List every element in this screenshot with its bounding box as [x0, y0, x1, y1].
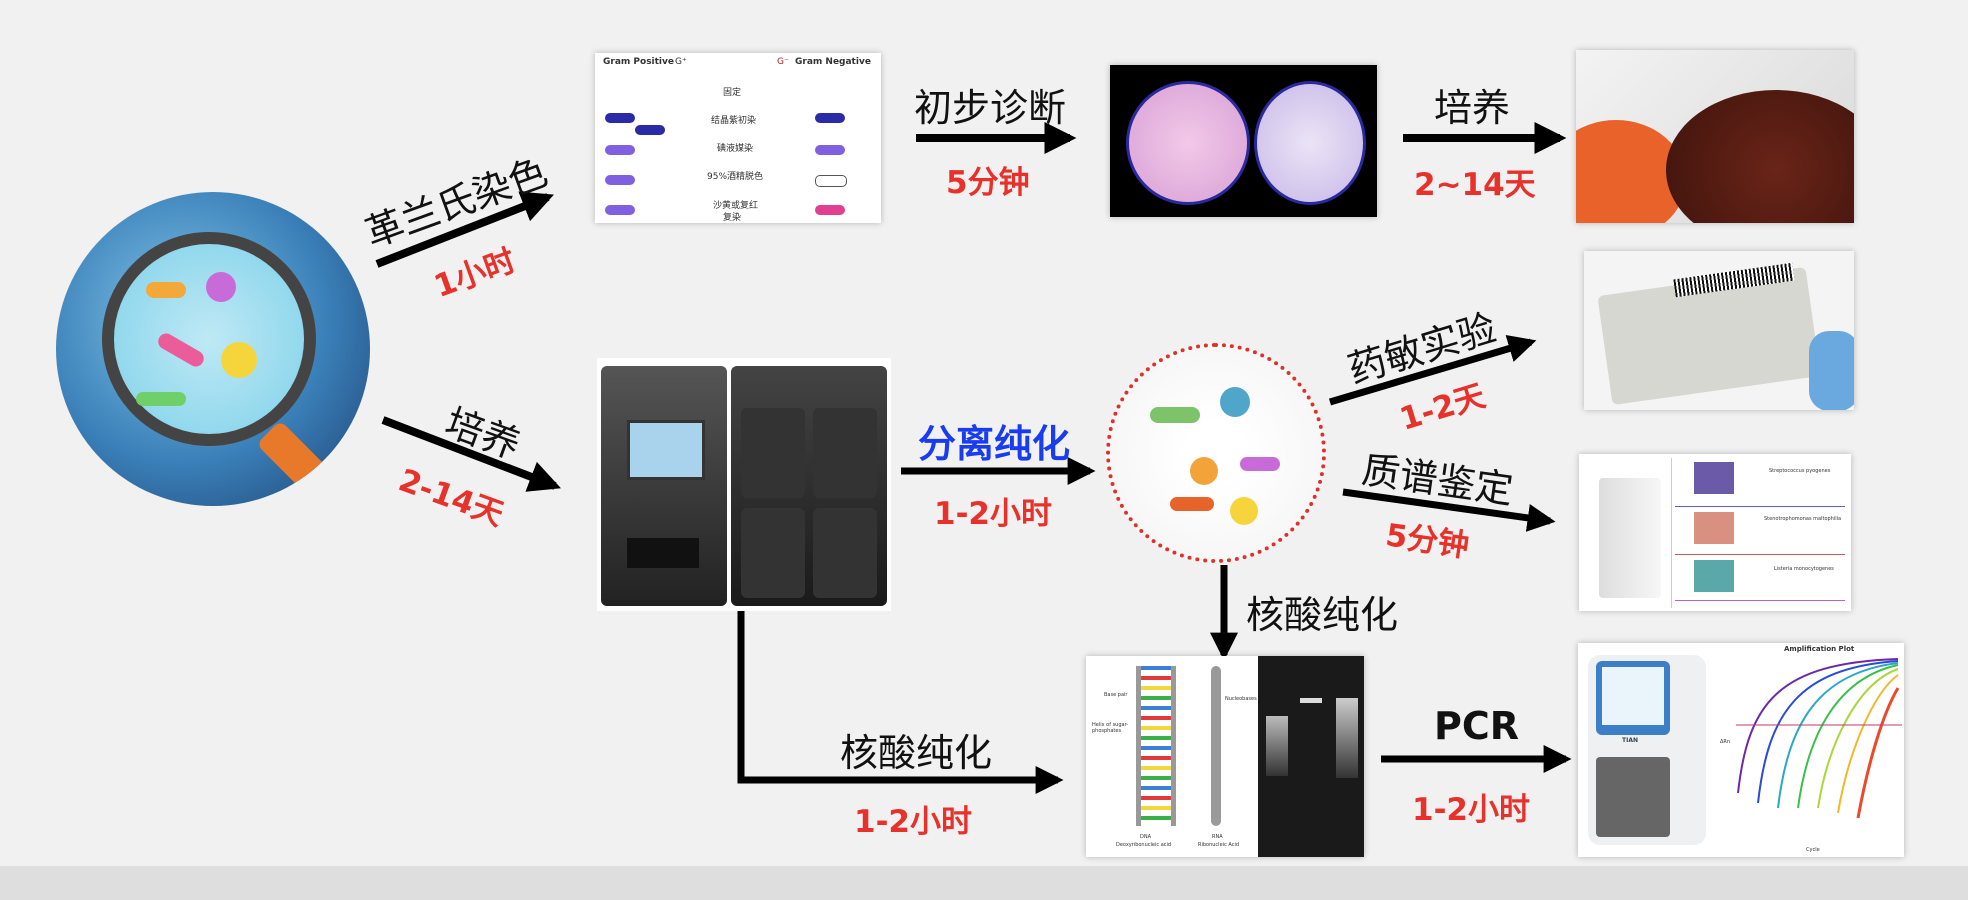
nucleic-purify-direct-label: 核酸纯化 [840, 731, 993, 775]
arrow-ast [1328, 334, 1537, 406]
microscopy-image [1110, 65, 1377, 217]
gel-electrophoresis [1258, 656, 1364, 857]
gram-positive-label: Gram Positive [603, 57, 674, 67]
culture-top-time: 2~14天 [1414, 167, 1536, 203]
bottom-band [0, 866, 1968, 900]
isolate-purify-time: 1-2小时 [934, 496, 1053, 532]
amplification-plot: Amplification Plot ΔRn Cycle [1718, 643, 1904, 857]
magnifier-lens-icon [102, 232, 316, 446]
petri-dish-culture-image [1576, 50, 1854, 223]
mass-spectrometry-image: Streptococcus pyogenes Stenotrophomonas … [1579, 454, 1851, 611]
nucleic-purify-isolate-label: 核酸纯化 [1246, 593, 1399, 637]
nucleic-purify-direct-time: 1-2小时 [854, 804, 973, 840]
arrow-culture [381, 416, 561, 492]
isolate-purify-label: 分离纯化 [918, 422, 1071, 466]
gram-stain-diagram: Gram Positive G⁺ G⁻ Gram Negative 固定 结晶紫… [595, 53, 881, 223]
bacteria-colony-image [1106, 343, 1326, 563]
pcr-time: 1-2小时 [1412, 792, 1531, 828]
blood-culture-instrument-image [597, 358, 891, 611]
pcr-amplification-image: TIAN Amplification Plot ΔRn Cycle [1578, 643, 1904, 857]
sample-magnifier-image [56, 192, 370, 506]
culture-top-label: 培养 [1434, 86, 1511, 130]
gram-negative-label: Gram Negative [795, 57, 871, 67]
dna-gel-image: Base pair Helix of sugar-phosphates Nucl… [1086, 656, 1364, 857]
nucleobases-label: Nucleobases [1225, 696, 1257, 702]
arrow-direct-nucleic [737, 611, 1064, 794]
arrow-gram-stain [375, 191, 554, 268]
arrow-maldi [1342, 488, 1556, 532]
pcr-label: PCR [1434, 704, 1519, 748]
qpcr-instrument: TIAN [1588, 655, 1706, 845]
preliminary-diagnosis-time: 5分钟 [946, 165, 1030, 201]
ast-plate-image [1584, 251, 1854, 410]
preliminary-diagnosis-label: 初步诊断 [914, 86, 1067, 130]
